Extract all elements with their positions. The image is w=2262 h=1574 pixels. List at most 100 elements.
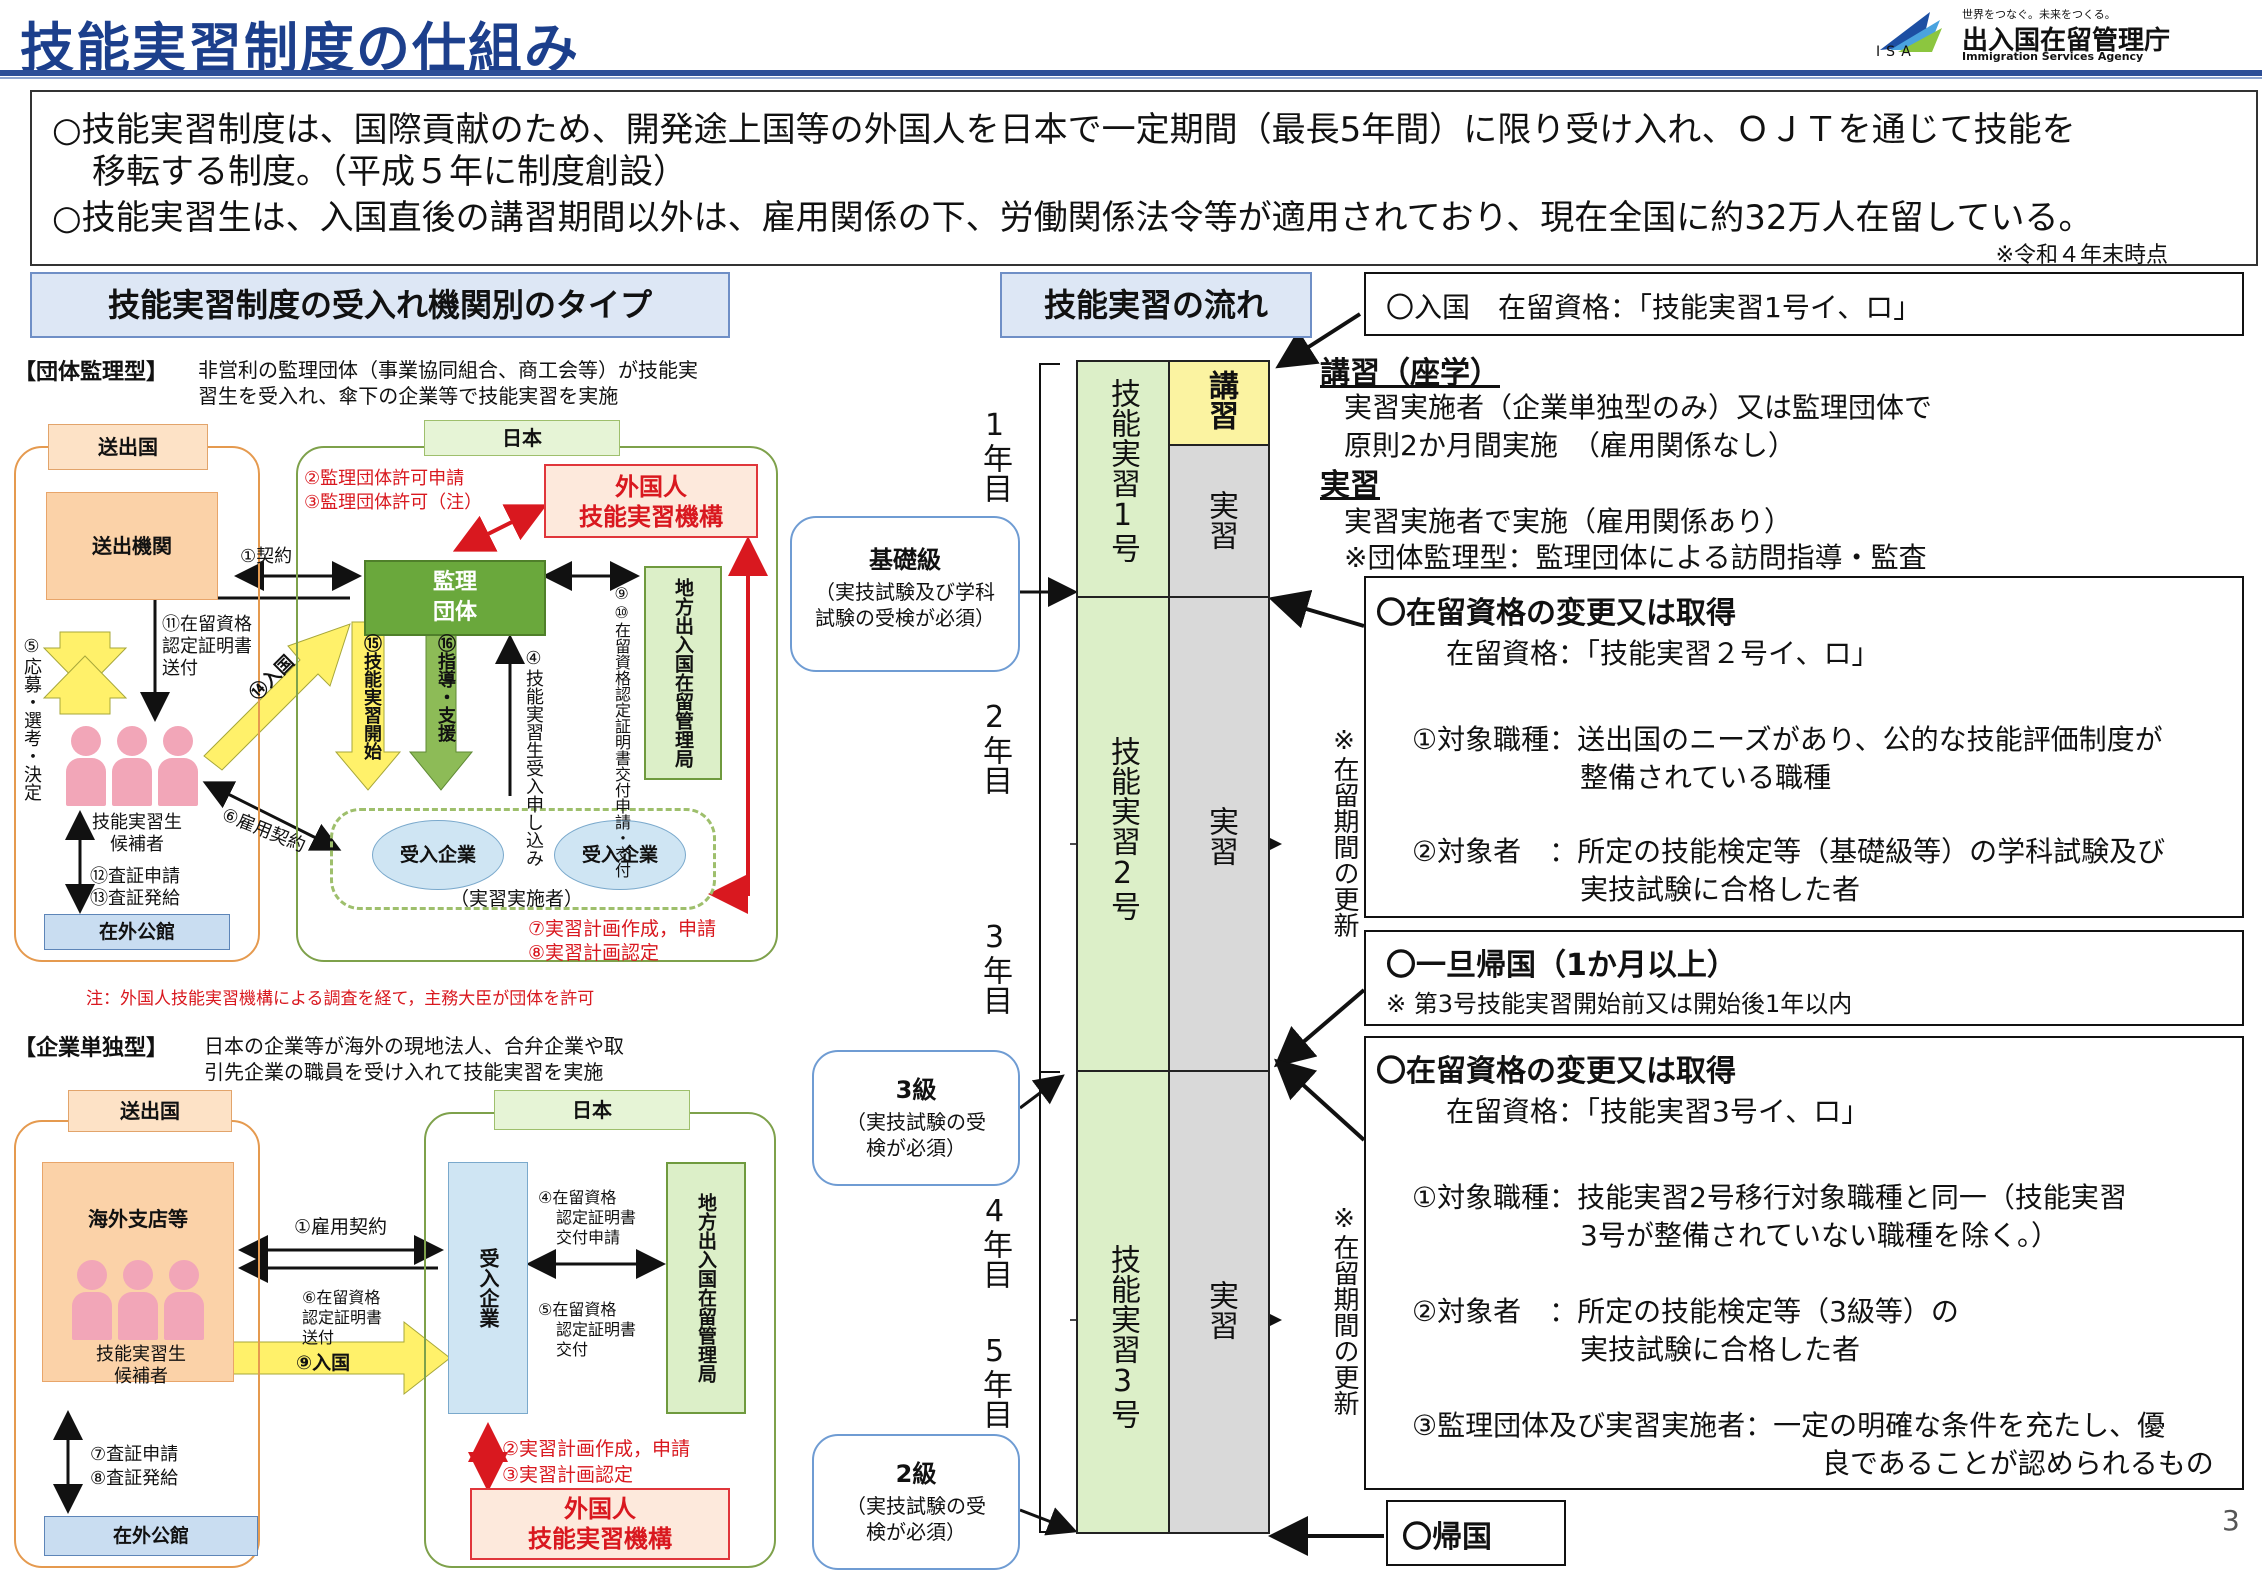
types-heading: 技能実習制度の受入れ機関別のタイプ: [30, 272, 730, 338]
change3-item-1b: 3号が整備されていない職種を除く。）: [1580, 1219, 2059, 1252]
logo-org: 出入国在留管理庁: [1962, 26, 2171, 56]
person-icon: [164, 1260, 204, 1340]
step-11a: ⑪在留資格: [162, 614, 252, 635]
change3-box: 〇在留資格の変更又は取得 在留資格：「技能実習3号イ、ロ」 ①対象職種：技能実習…: [1364, 1036, 2244, 1490]
logo-org-en: Immigration Services Agency: [1962, 50, 2144, 63]
change3-item-3b: 良であることが認められるもの: [1822, 1447, 2214, 1480]
change3-status: 在留資格：「技能実習3号イ、ロ」: [1446, 1095, 1870, 1128]
year-5: 5年目: [977, 1334, 1012, 1429]
flow-heading: 技能実習の流れ: [1000, 272, 1312, 338]
intro-line-1: ○技能実習制度は、国際貢献のため、開発途上国等の外国人を日本で一定期間（最長5年…: [52, 110, 2076, 150]
kigyo-sending-country: 送出国: [68, 1090, 232, 1132]
company-a: 受入企業: [372, 820, 504, 890]
regional-bureau-1: 地方出入国在留管理局: [644, 566, 722, 780]
otit-box-2: 外国人 技能実習機構: [470, 1488, 730, 1560]
return-home-box: 〇帰国: [1386, 1500, 1566, 1566]
lecture-line-2: 原則2か月間実施 （雇用関係なし）: [1344, 429, 1796, 462]
practice-1-band: [1170, 446, 1268, 598]
person-icon: [66, 726, 106, 806]
temp-return-heading: 〇一旦帰国（1か月以上）: [1386, 948, 1737, 983]
practice-line-2: ※団体監理型：監理団体による訪問指導・監査: [1344, 541, 1927, 574]
change2-item-1b: 整備されている職種: [1580, 761, 1832, 794]
step-15: ⑮技能実習開始: [361, 634, 382, 760]
logo-tagline: 世界をつなぐ。未来をつくる。: [1962, 8, 2116, 21]
dantai-japan: 日本: [424, 420, 620, 456]
candidates-figures: [62, 726, 202, 806]
practice-2-band: [1170, 598, 1268, 1072]
intro-note: ※令和４年末時点: [1995, 243, 2168, 268]
grade2-title: 2級: [895, 1460, 937, 1488]
practice-heading: 実習: [1320, 468, 1380, 503]
kstep-4b: 認定証明書: [556, 1208, 637, 1227]
intro-line-2: 移転する制度。（平成５年に制度創設）: [92, 152, 687, 192]
practice-2-label: 実習: [1203, 806, 1238, 866]
sending-org: 送出機関: [46, 492, 218, 600]
practice-1-label: 実習: [1203, 490, 1238, 550]
step-9-10: ⑨⑩在留資格認定証明書交付申請・交付: [612, 584, 631, 878]
change2-heading: 〇在留資格の変更又は取得: [1376, 596, 1736, 631]
kigyo-candidates-figures: [68, 1260, 208, 1340]
change3-item-2b: 実技試験に合格した者: [1580, 1333, 1861, 1366]
kstep-6a: ⑥在留資格: [302, 1288, 381, 1307]
grade2-box: 2級 （実技試験の受検が必須）: [812, 1434, 1020, 1570]
kigyo-label: 【企業単独型】: [14, 1036, 169, 1061]
logo-abbr: ISA: [1876, 44, 1917, 60]
lecture-band: [1170, 362, 1268, 446]
change3-item-1a: ①対象職種：技能実習2号移行対象職種と同一（技能実習: [1412, 1181, 2127, 1214]
person-icon: [158, 726, 198, 806]
dantai-sending-country: 送出国: [48, 424, 208, 470]
lecture-line-1: 実習実施者（企業単独型のみ）又は監理団体で: [1344, 391, 1933, 424]
kstep-2: ②実習計画作成，申請: [502, 1438, 691, 1460]
kstep-7: ⑦査証申請: [90, 1444, 179, 1465]
implementer-label: （実習実施者）: [450, 888, 584, 910]
dantai-footnote: 注：外国人技能実習機構による調査を経て，主務大臣が団体を許可: [86, 989, 595, 1009]
page-number: 3: [2222, 1504, 2240, 1537]
stage-3-label: 技能実習3号: [1105, 1244, 1140, 1429]
embassy-1: 在外公館: [44, 914, 230, 950]
grade3-box: 3級 （実技試験の受検が必須）: [812, 1050, 1020, 1186]
person-icon: [112, 726, 152, 806]
step-1: ①契約: [240, 546, 293, 567]
intro-box: ○技能実習制度は、国際貢献のため、開発途上国等の外国人を日本で一定期間（最長5年…: [30, 90, 2258, 268]
page-title: 技能実習制度の仕組み: [20, 17, 580, 80]
dantai-label: 【団体監理型】: [14, 360, 169, 385]
kigyo-company: 受入企業: [448, 1162, 528, 1414]
practice-line-1: 実習実施者で実施（雇用関係あり）: [1344, 505, 1793, 538]
person-icon: [118, 1260, 158, 1340]
regional-bureau-2: 地方出入国在留管理局: [666, 1162, 746, 1414]
stage-2-band: [1078, 598, 1170, 1072]
embassy-2: 在外公館: [44, 1516, 258, 1556]
year-1: 1年目: [977, 408, 1012, 503]
otit-box-1: 外国人 技能実習機構: [544, 464, 758, 538]
grade3-title: 3級: [895, 1076, 937, 1104]
change2-status: 在留資格：「技能実習２号イ、ロ」: [1446, 637, 1880, 670]
kstep-5c: 交付: [556, 1340, 589, 1359]
company-b: 受入企業: [554, 820, 686, 890]
change2-item-2b: 実技試験に合格した者: [1580, 873, 1861, 906]
logo-mark-icon: [1880, 12, 1942, 52]
kstep-6b: 認定証明書: [302, 1308, 383, 1327]
step-3: ③監理団体許可（注）: [304, 492, 483, 513]
year-4: 4年目: [977, 1194, 1012, 1289]
otit2-line-1: 外国人: [564, 1495, 636, 1523]
change2-item-1a: ①対象職種：送出国のニーズがあり、公的な技能評価制度が: [1412, 723, 2163, 756]
step-13: ⑬査証発給: [90, 888, 180, 909]
dantai-desc-2: 習生を受入れ、傘下の企業等で技能実習を実施: [198, 384, 619, 408]
kstep-8: ⑧査証発給: [90, 1468, 179, 1489]
change3-item-2a: ②対象者 ：所定の技能検定等（3級等）の: [1412, 1295, 1959, 1328]
basic-grade-title: 基礎級: [869, 546, 941, 574]
practice-3-label: 実習: [1203, 1280, 1238, 1340]
temp-return-note: ※ 第3号技能実習開始前又は開始後1年以内: [1386, 990, 1853, 1018]
kstep-1: ①雇用契約: [294, 1216, 388, 1238]
practice-3-band: [1170, 1072, 1268, 1532]
change3-heading: 〇在留資格の変更又は取得: [1376, 1054, 1736, 1089]
basic-grade-desc: （実技試験及び学科試験の受検が必須）: [815, 580, 995, 630]
stage-1-band: [1078, 362, 1170, 598]
renewal-note-1: ※在留期間の更新: [1329, 726, 1359, 938]
stage-2-label: 技能実習2号: [1105, 736, 1140, 921]
renewal-note-2: ※在留期間の更新: [1329, 1204, 1359, 1416]
change2-item-2a: ②対象者 ：所定の技能検定等（基礎級等）の学科試験及び: [1412, 835, 2166, 868]
kigyo-desc-2: 引先企業の職員を受け入れて技能実習を実施: [204, 1060, 604, 1084]
implementer-frame: [330, 808, 716, 910]
